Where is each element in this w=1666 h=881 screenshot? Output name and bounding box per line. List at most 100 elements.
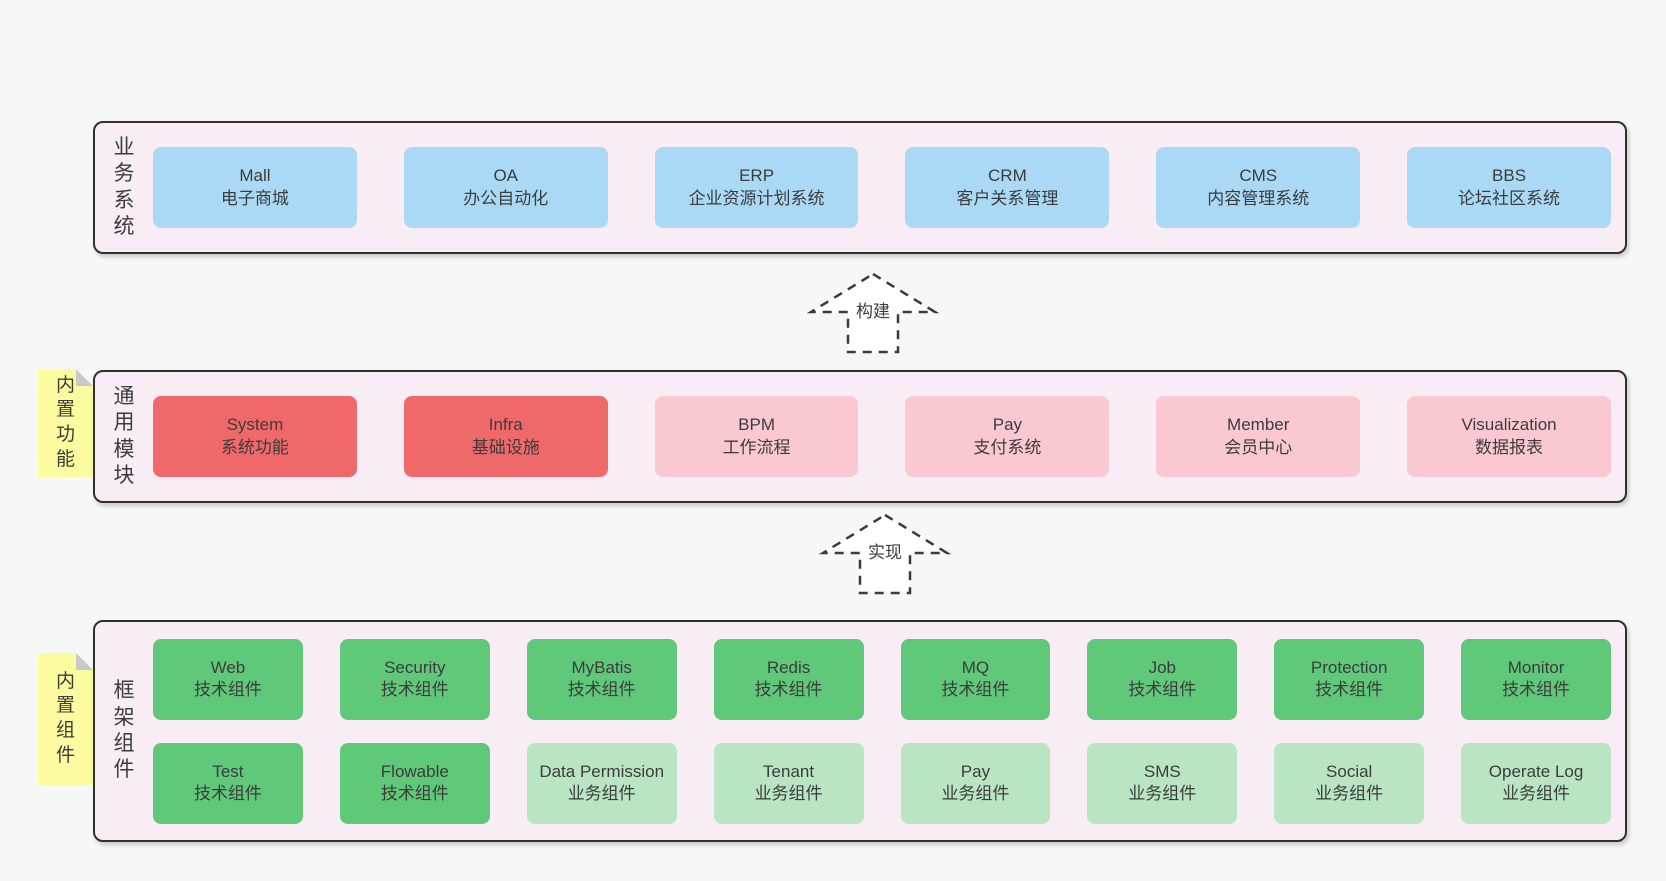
box-subtitle: 技术组件 <box>193 680 262 699</box>
box-subtitle: 会员中心 <box>1224 437 1293 457</box>
box-bpm: BPM 工作流程 <box>654 396 859 477</box>
box-bbs: BBS 论坛社区系统 <box>1407 147 1611 228</box>
box-title: Web <box>210 657 246 677</box>
note-built-in-features: 内置功能 <box>38 369 93 477</box>
box-pay-component: Pay 业务组件 <box>900 742 1051 824</box>
box-subtitle: 技术组件 <box>754 680 823 699</box>
box-title: Pay <box>992 415 1023 435</box>
box-subtitle: 技术组件 <box>1128 680 1197 699</box>
box-subtitle: 技术组件 <box>1502 680 1571 699</box>
layer-label-text: 框架组件 <box>113 679 135 782</box>
box-subtitle: 技术组件 <box>380 784 449 803</box>
box-subtitle: 技术组件 <box>193 784 262 803</box>
layer-framework-components: 框架组件 Web 技术组件 Security 技术组件 MyBatis 技术组件… <box>93 620 1627 842</box>
box-cms: CMS 内容管理系统 <box>1156 147 1361 228</box>
box-subtitle: 客户关系管理 <box>956 188 1059 208</box>
arrow-build-label: 构建 <box>856 302 890 321</box>
box-member: Member 会员中心 <box>1156 396 1361 477</box>
box-title: OA <box>493 166 519 186</box>
layer-label-text: 通用模块 <box>113 384 135 487</box>
box-subtitle: 业务组件 <box>754 784 823 803</box>
box-redis: Redis 技术组件 <box>713 638 864 720</box>
box-title: Security <box>384 657 446 677</box>
box-job: Job 技术组件 <box>1087 638 1238 720</box>
box-title: Monitor <box>1507 657 1565 677</box>
box-test: Test 技术组件 <box>153 742 303 824</box>
layer-business-systems: 业务系统 Mall 电子商城 OA 办公自动化 ERP 企业资源计划系统 CRM… <box>93 121 1627 254</box>
box-flowable: Flowable 技术组件 <box>339 742 490 824</box>
box-title: System <box>226 415 284 435</box>
business-systems-boxes: Mall 电子商城 OA 办公自动化 ERP 企业资源计划系统 CRM 客户关系… <box>153 123 1625 252</box>
box-title: Data Permission <box>539 761 665 781</box>
box-subtitle: 电子商城 <box>220 188 289 208</box>
common-modules-boxes: System 系统功能 Infra 基础设施 BPM 工作流程 Pay 支付系统… <box>153 372 1625 501</box>
box-protection: Protection 技术组件 <box>1274 638 1425 720</box>
box-title: CMS <box>1239 166 1278 186</box>
box-subtitle: 业务组件 <box>1128 784 1197 803</box>
layer-common-modules-label: 通用模块 <box>95 372 153 501</box>
folded-corner-icon <box>76 369 93 386</box>
box-subtitle: 技术组件 <box>380 680 449 699</box>
box-title: CRM <box>988 166 1027 186</box>
box-title: Protection <box>1310 657 1388 677</box>
note-text: 内置功能 <box>55 374 75 470</box>
box-subtitle: 业务组件 <box>1315 784 1384 803</box>
box-title: Mall <box>239 166 271 186</box>
layer-label-text: 业务系统 <box>113 135 135 238</box>
box-visualization: Visualization 数据报表 <box>1407 396 1611 477</box>
box-mall: Mall 电子商城 <box>153 147 357 228</box>
box-data-permission: Data Permission 业务组件 <box>526 742 677 824</box>
box-pay-module: Pay 支付系统 <box>905 396 1110 477</box>
box-title: MQ <box>961 657 990 677</box>
box-operate-log: Operate Log 业务组件 <box>1461 742 1611 824</box>
box-title: Infra <box>488 415 523 435</box>
box-erp: ERP 企业资源计划系统 <box>654 147 859 228</box>
box-subtitle: 业务组件 <box>1502 784 1571 803</box>
box-mq: MQ 技术组件 <box>900 638 1051 720</box>
box-sms: SMS 业务组件 <box>1087 742 1238 824</box>
box-web: Web 技术组件 <box>153 638 303 720</box>
box-subtitle: 技术组件 <box>567 680 636 699</box>
box-subtitle: 数据报表 <box>1475 437 1544 457</box>
box-title: Job <box>1148 657 1177 677</box>
note-built-in-components: 内置组件 <box>38 653 93 785</box>
box-system: System 系统功能 <box>153 396 357 477</box>
box-monitor: Monitor 技术组件 <box>1461 638 1611 720</box>
framework-components-boxes: Web 技术组件 Security 技术组件 MyBatis 技术组件 Redi… <box>153 622 1625 840</box>
folded-corner-icon <box>76 653 93 670</box>
box-subtitle: 工作流程 <box>722 437 791 457</box>
box-crm: CRM 客户关系管理 <box>905 147 1110 228</box>
box-tenant: Tenant 业务组件 <box>713 742 864 824</box>
up-arrow-icon <box>807 272 939 354</box>
box-subtitle: 技术组件 <box>941 680 1010 699</box>
box-oa: OA 办公自动化 <box>403 147 608 228</box>
layer-framework-components-label: 框架组件 <box>95 622 153 840</box>
box-title: BBS <box>1492 166 1527 186</box>
box-subtitle: 技术组件 <box>1315 680 1384 699</box>
box-subtitle: 内容管理系统 <box>1207 188 1310 208</box>
arrow-implement-label: 实现 <box>868 543 902 562</box>
box-title: Member <box>1227 415 1290 435</box>
box-title: Redis <box>766 657 811 677</box>
box-title: Pay <box>960 761 991 781</box>
layer-business-systems-label: 业务系统 <box>95 123 153 252</box>
box-title: BPM <box>738 415 775 435</box>
box-subtitle: 支付系统 <box>973 437 1042 457</box>
box-title: Operate Log <box>1488 761 1584 781</box>
box-subtitle: 系统功能 <box>220 437 289 457</box>
box-title: MyBatis <box>571 657 632 677</box>
arrow-build: 构建 <box>807 271 939 355</box>
box-title: SMS <box>1143 761 1181 781</box>
box-title: Social <box>1326 761 1373 781</box>
box-subtitle: 基础设施 <box>471 437 540 457</box>
box-infra: Infra 基础设施 <box>403 396 608 477</box>
layer-common-modules: 通用模块 System 系统功能 Infra 基础设施 BPM 工作流程 Pay… <box>93 370 1627 503</box>
box-subtitle: 企业资源计划系统 <box>688 188 825 208</box>
box-social: Social 业务组件 <box>1274 742 1425 824</box>
box-security: Security 技术组件 <box>339 638 490 720</box>
box-subtitle: 办公自动化 <box>463 188 549 208</box>
box-title: ERP <box>739 166 775 186</box>
box-subtitle: 论坛社区系统 <box>1458 188 1561 208</box>
up-arrow-icon <box>819 513 951 595</box>
box-subtitle: 业务组件 <box>567 784 636 803</box>
